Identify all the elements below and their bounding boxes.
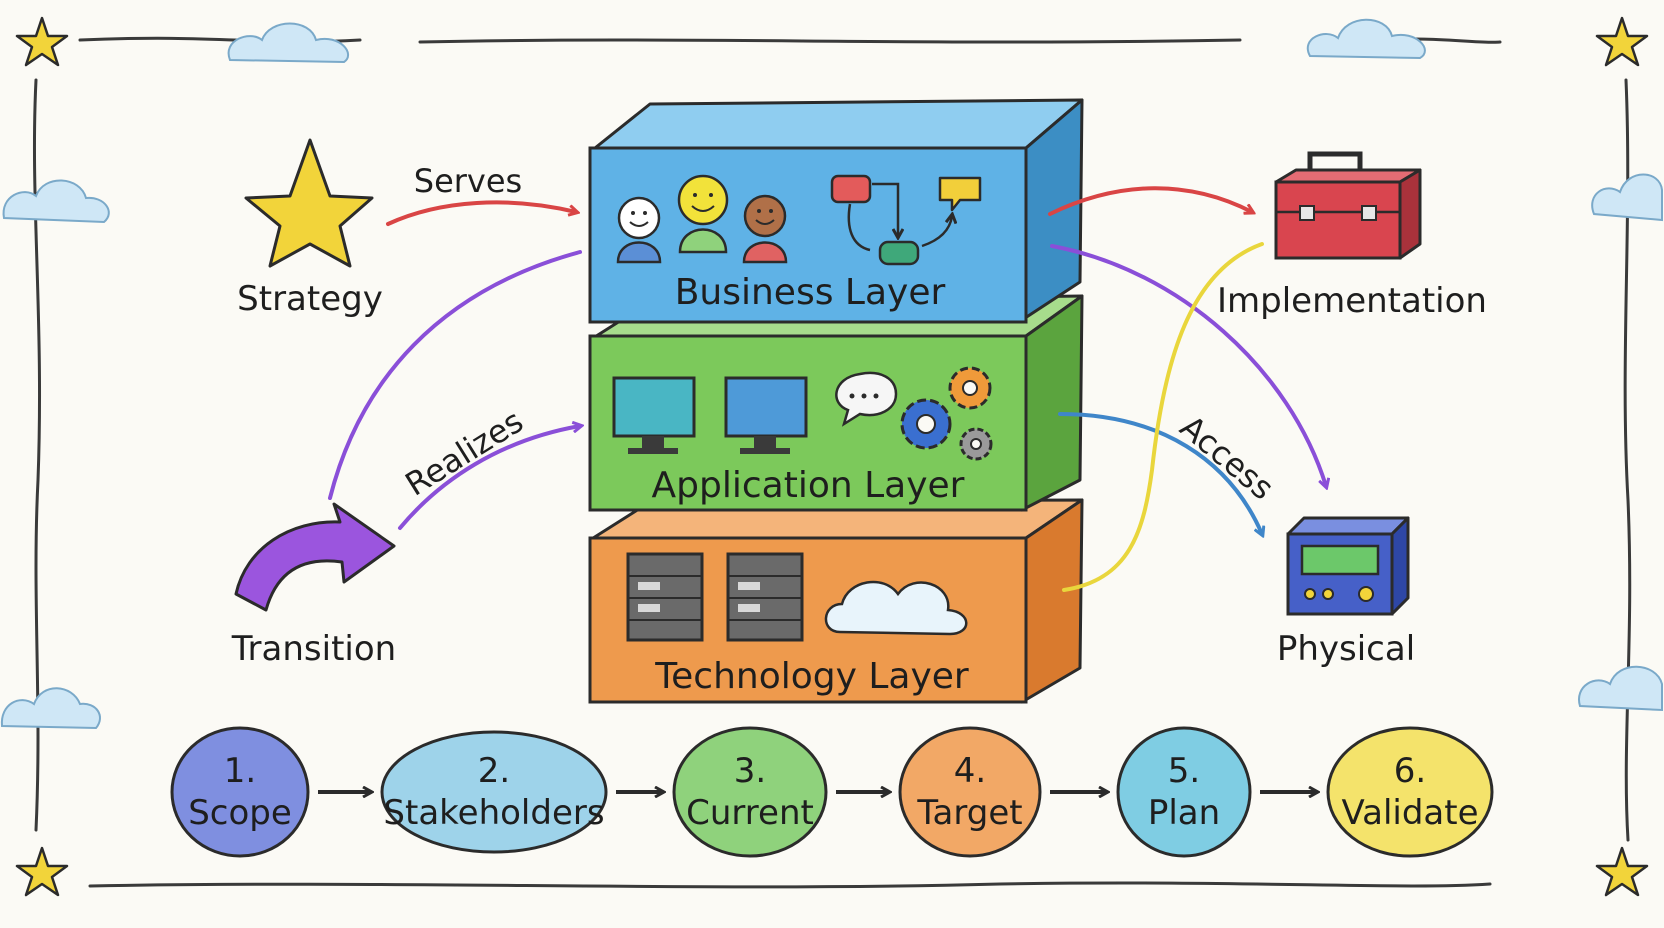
corner-star-icon	[1595, 16, 1649, 67]
step-number: 2.	[478, 751, 510, 791]
technology-to-implementation-arrow	[1062, 242, 1264, 592]
corner-star-icon	[1595, 846, 1649, 897]
cloud-icon	[824, 580, 968, 636]
step-1[interactable]: 1.Scope	[170, 726, 310, 858]
server-icon	[726, 552, 804, 642]
gear-icon	[959, 427, 993, 461]
cloud-icon	[227, 22, 350, 64]
physical-label: Physical	[1277, 629, 1415, 669]
process-steps: 1.Scope 2.Stakeholders 3.Current 4.Target 5.…	[170, 726, 1494, 858]
step-label: Current	[686, 793, 814, 833]
access-label: Access	[1173, 408, 1281, 508]
step-number: 6.	[1394, 751, 1426, 791]
step-oval	[1116, 726, 1252, 858]
step-4[interactable]: 4.Target	[898, 726, 1042, 858]
step-label: Target	[916, 793, 1022, 833]
step-3[interactable]: 3.Current	[672, 726, 828, 858]
step-number: 4.	[954, 751, 986, 791]
transition-to-business-arrow	[328, 250, 582, 500]
server-icon	[626, 552, 704, 642]
step-oval	[170, 726, 310, 858]
step-2[interactable]: 2.Stakeholders	[380, 730, 608, 854]
realizes-label: Realizes	[399, 402, 530, 504]
corner-star-icon	[15, 846, 69, 897]
step-6[interactable]: 6.Validate	[1326, 726, 1494, 858]
step-number: 5.	[1168, 751, 1200, 791]
business-layer-label: Business Layer	[675, 272, 946, 313]
step-label: Plan	[1148, 793, 1220, 833]
toolbox-icon[interactable]	[1274, 151, 1422, 260]
stakeholders-icon	[616, 174, 788, 264]
step-oval	[380, 730, 608, 854]
business-to-physical-arrow	[1050, 244, 1326, 486]
realizes-arrow	[398, 426, 580, 530]
access-arrow	[1058, 412, 1262, 534]
cloud-icon	[1306, 18, 1426, 60]
serves-label: Serves	[414, 162, 522, 200]
serves-arrow	[386, 200, 576, 226]
strategy-label: Strategy	[237, 279, 383, 319]
step-label: Scope	[188, 793, 292, 833]
physical-device-icon[interactable]	[1286, 516, 1410, 616]
step-5[interactable]: 5.Plan	[1116, 726, 1252, 858]
application-layer-label: Application Layer	[652, 465, 965, 506]
gear-icon	[948, 366, 992, 410]
transition-arrow-icon[interactable]	[234, 502, 396, 612]
step-oval	[898, 726, 1042, 858]
step-number: 3.	[734, 751, 766, 791]
step-oval	[672, 726, 828, 858]
corner-star-icon	[15, 16, 69, 67]
cloud-icon	[2, 179, 110, 224]
transition-label: Transition	[231, 629, 396, 669]
process-flow-icon	[830, 174, 982, 266]
step-label: Stakeholders	[383, 793, 604, 833]
chat-bubble-icon	[835, 371, 898, 427]
monitor-icon	[724, 376, 808, 454]
strategy-star-icon[interactable]	[244, 138, 374, 268]
business-layer[interactable]	[588, 98, 1084, 324]
cloud-icon	[0, 687, 101, 730]
business-to-implementation-arrow	[1048, 186, 1252, 216]
technology-layer-label: Technology Layer	[654, 656, 969, 697]
step-number: 1.	[224, 751, 256, 791]
step-label: Validate	[1341, 793, 1478, 833]
cloud-icon	[1591, 173, 1663, 222]
cloud-icon	[1578, 665, 1663, 712]
step-oval	[1326, 726, 1494, 858]
monitor-icon	[612, 376, 696, 454]
gear-icon	[900, 398, 952, 450]
implementation-label: Implementation	[1217, 281, 1487, 321]
